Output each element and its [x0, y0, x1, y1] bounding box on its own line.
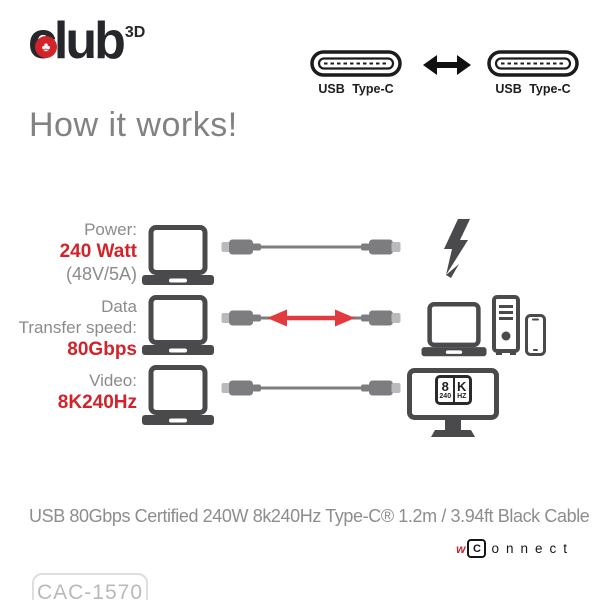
- club-suit-icon: ♣: [35, 36, 57, 58]
- laptop-icon: [141, 295, 215, 362]
- laptop-icon: [141, 365, 215, 432]
- tagline-w: w: [456, 541, 466, 556]
- badge-hz: HZ: [457, 392, 467, 400]
- club3d-logo: club ♣ 3D: [28, 12, 145, 70]
- usb-c-cable-bidirectional-icon: [221, 307, 401, 334]
- logo-3d-superscript: 3D: [124, 24, 146, 41]
- tagline-connect: onnect: [491, 541, 574, 556]
- video-label-block: Video: 8K240Hz: [0, 370, 137, 414]
- badge-240: 240: [439, 392, 452, 400]
- badge-k: K: [457, 378, 467, 394]
- laptop-small-icon: [419, 302, 489, 363]
- data-value: 80Gbps: [67, 339, 137, 360]
- smartphone-icon: [525, 314, 546, 361]
- data-label-line1: Data: [101, 297, 137, 316]
- product-code-box: CAC-1570: [32, 573, 148, 600]
- usb-c-label-left: USB Type-C: [318, 82, 394, 96]
- desktop-tower-icon: [492, 295, 520, 362]
- lightning-bolt-icon: [438, 219, 472, 286]
- badge-unit-column: K HZ: [455, 378, 470, 402]
- usb-c-cable-icon: [221, 377, 401, 404]
- video-value: 8K240Hz: [57, 392, 137, 413]
- badge-8: 8: [441, 378, 449, 394]
- usb-c-connector-left-icon: USB Type-C: [310, 50, 402, 96]
- page-title: How it works!: [29, 106, 238, 144]
- red-double-arrow-icon: [267, 309, 355, 327]
- tagline-boxed-c-icon: C: [467, 539, 487, 558]
- laptop-icon: [141, 225, 215, 292]
- usb-c-cable-icon: [221, 236, 401, 263]
- video-label: Video:: [89, 371, 137, 390]
- usb-c-connector-right-icon: USB Type-C: [487, 50, 579, 96]
- power-sub-value: (48V/5A): [65, 264, 137, 284]
- badge-resolution-column: 8 240: [438, 378, 455, 402]
- data-label-block: Data Transfer speed: 80Gbps: [0, 296, 137, 361]
- data-label-line2: Transfer speed:: [18, 318, 137, 337]
- we-connect-logo: w C onnect: [456, 539, 574, 558]
- usb-c-label-right: USB Type-C: [495, 82, 571, 96]
- power-value: 240 Watt: [59, 241, 137, 262]
- 8k240hz-badge: 8 240 K HZ: [435, 375, 472, 405]
- product-code: CAC-1570: [36, 581, 144, 600]
- power-label-block: Power: 240 Watt (48V/5A): [0, 219, 137, 285]
- power-label: Power:: [84, 220, 137, 239]
- product-description: USB 80Gbps Certified 240W 8k240Hz Type-C…: [29, 506, 590, 526]
- double-arrow-icon: [421, 53, 473, 82]
